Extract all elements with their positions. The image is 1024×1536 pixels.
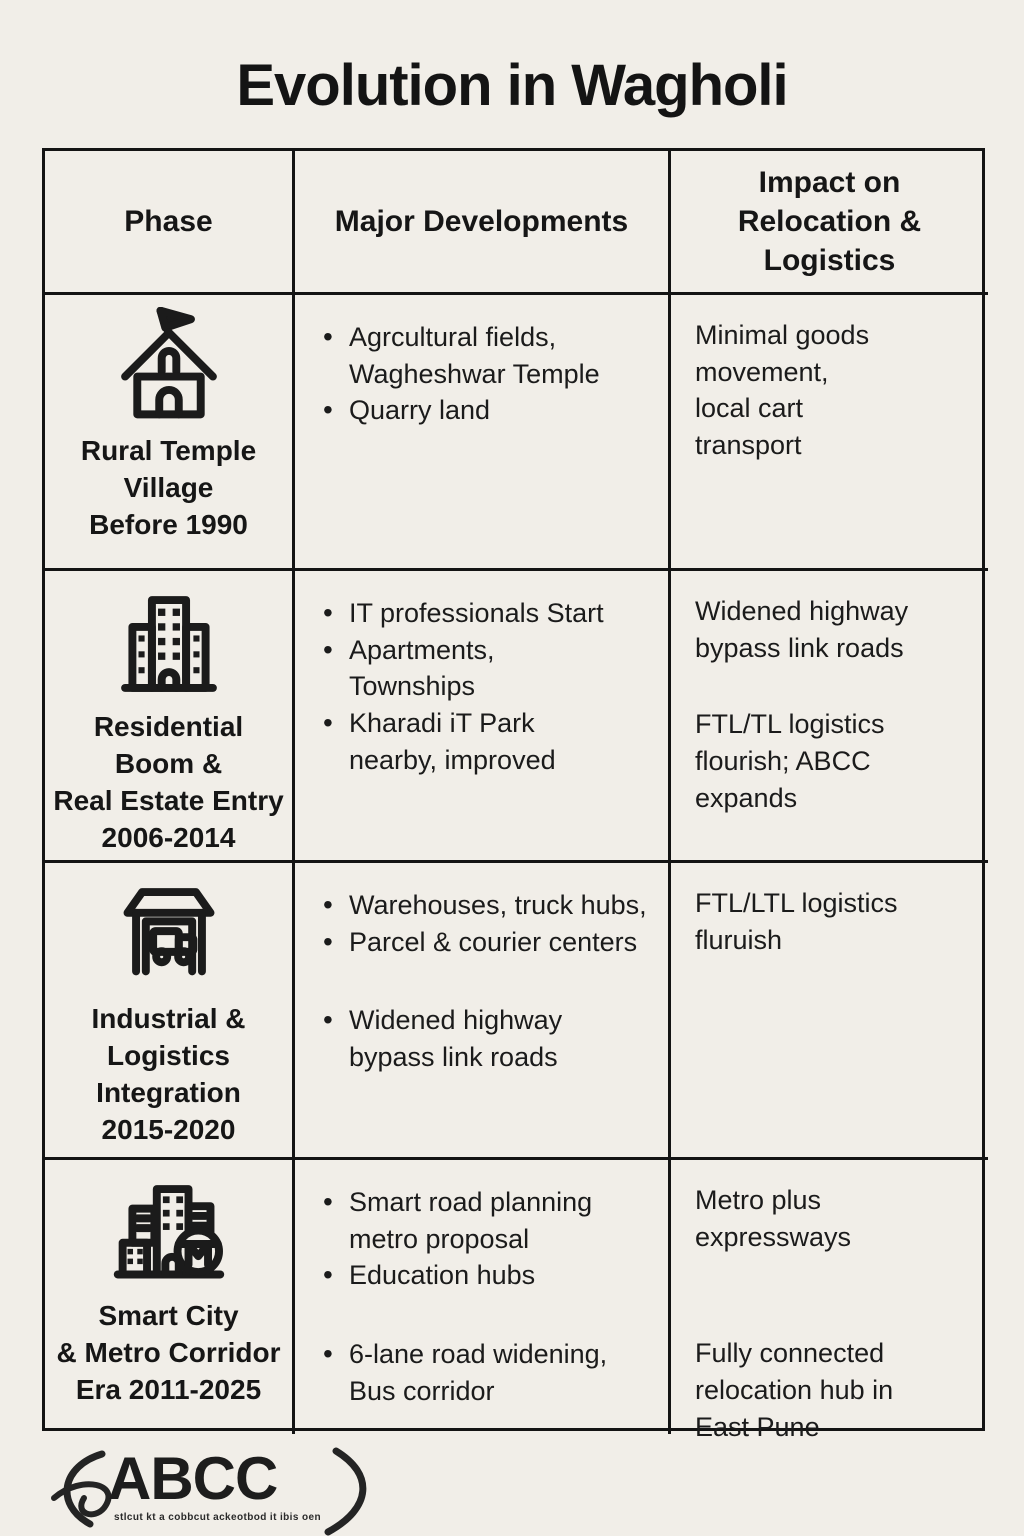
temple-house-icon — [108, 306, 230, 429]
development-item: Education hubs — [321, 1256, 658, 1294]
phase-caption: Residential Boom & Real Estate Entry 200… — [53, 711, 284, 853]
development-item: Parcel & courier centers — [321, 923, 658, 961]
impact-item: FTL/LTL logistics fluruish — [695, 888, 898, 955]
impact-text: FTL/LTL logistics fluruish — [695, 885, 980, 958]
phase-cell-industrial-logistics: Industrial & Logistics Integration 2015-… — [45, 863, 295, 1160]
developments-list: Smart road planning metro proposalEducat… — [321, 1183, 658, 1410]
development-item: 6-lane road widening, Bus corridor — [321, 1335, 658, 1409]
development-item: IT professionals Start — [321, 594, 658, 632]
impact-item: Fully connected relocation hub in East P… — [695, 1338, 894, 1442]
impact-item: FTL/TL logistics flourish; ABCC expands — [695, 709, 885, 813]
header-phase: Phase — [45, 151, 295, 295]
developments-cell-row4: Smart road planning metro proposalEducat… — [295, 1160, 671, 1434]
development-item: Apartments, Townships — [321, 631, 658, 705]
header-developments: Major Developments — [295, 151, 671, 295]
phase-caption: Smart City & Metro Corridor Era 2011-202… — [56, 1300, 281, 1405]
development-item: Quarry land — [321, 391, 658, 429]
page-title: Evolution in Wagholi — [236, 53, 788, 118]
development-item: Warehouses, truck hubs, — [321, 886, 658, 924]
warehouse-truck-icon — [108, 875, 230, 997]
list-gap — [695, 1255, 980, 1295]
smart-city-metro-icon — [108, 1172, 230, 1294]
list-gap — [321, 1294, 658, 1336]
abcc-logo: ABCC stlcut kt a cobbcut ackeotbod it ib… — [44, 1445, 404, 1536]
development-item: Agrcultural fields, Wagheshwar Temple — [321, 318, 658, 392]
developments-list: IT professionals StartApartments, Townsh… — [321, 594, 658, 779]
phase-cell-rural-temple: Rural Temple Village Before 1990 — [45, 295, 295, 571]
list-gap — [695, 666, 980, 706]
impact-item: Widened highway bypass link roads — [695, 596, 909, 663]
header-impact: Impact on Relocation & Logistics — [671, 151, 988, 295]
phase-caption: Industrial & Logistics Integration 2015-… — [91, 1003, 246, 1145]
impact-cell-row3: FTL/LTL logistics fluruish — [671, 863, 988, 1160]
apartment-buildings-icon — [108, 583, 230, 705]
developments-cell-row2: IT professionals StartApartments, Townsh… — [295, 571, 671, 863]
developments-list: Warehouses, truck hubs,Parcel & courier … — [321, 886, 658, 1076]
developments-cell-row3: Warehouses, truck hubs,Parcel & courier … — [295, 863, 671, 1160]
development-item: Smart road planning metro proposal — [321, 1183, 658, 1257]
logo-tagline: stlcut kt a cobbcut ackeotbod it ibis oe… — [114, 1512, 321, 1523]
list-gap — [695, 1295, 980, 1335]
impact-text: Minimal goods movement, local cart trans… — [695, 317, 980, 464]
phase-caption: Rural Temple Village Before 1990 — [80, 435, 257, 540]
impact-item: Metro plus expressways — [695, 1185, 852, 1252]
phase-cell-smart-city-metro: Smart City & Metro Corridor Era 2011-202… — [45, 1160, 295, 1434]
logo-swoosh-icon — [51, 1447, 367, 1536]
logo-text: ABCC — [108, 1445, 278, 1512]
evolution-table: Phase Major Developments Impact on Reloc… — [42, 148, 988, 1442]
phase-cell-residential-boom: Residential Boom & Real Estate Entry 200… — [45, 571, 295, 863]
development-item: Widened highway bypass link roads — [321, 1001, 658, 1075]
impact-item: Minimal goods movement, local cart trans… — [695, 320, 870, 461]
list-gap — [321, 960, 658, 1002]
impact-cell-row1: Minimal goods movement, local cart trans… — [671, 295, 988, 571]
developments-list: Agrcultural fields, Wagheshwar TempleQua… — [321, 318, 658, 429]
development-item: Kharadi iT Park nearby, improved — [321, 704, 658, 778]
developments-cell-row1: Agrcultural fields, Wagheshwar TempleQua… — [295, 295, 671, 571]
